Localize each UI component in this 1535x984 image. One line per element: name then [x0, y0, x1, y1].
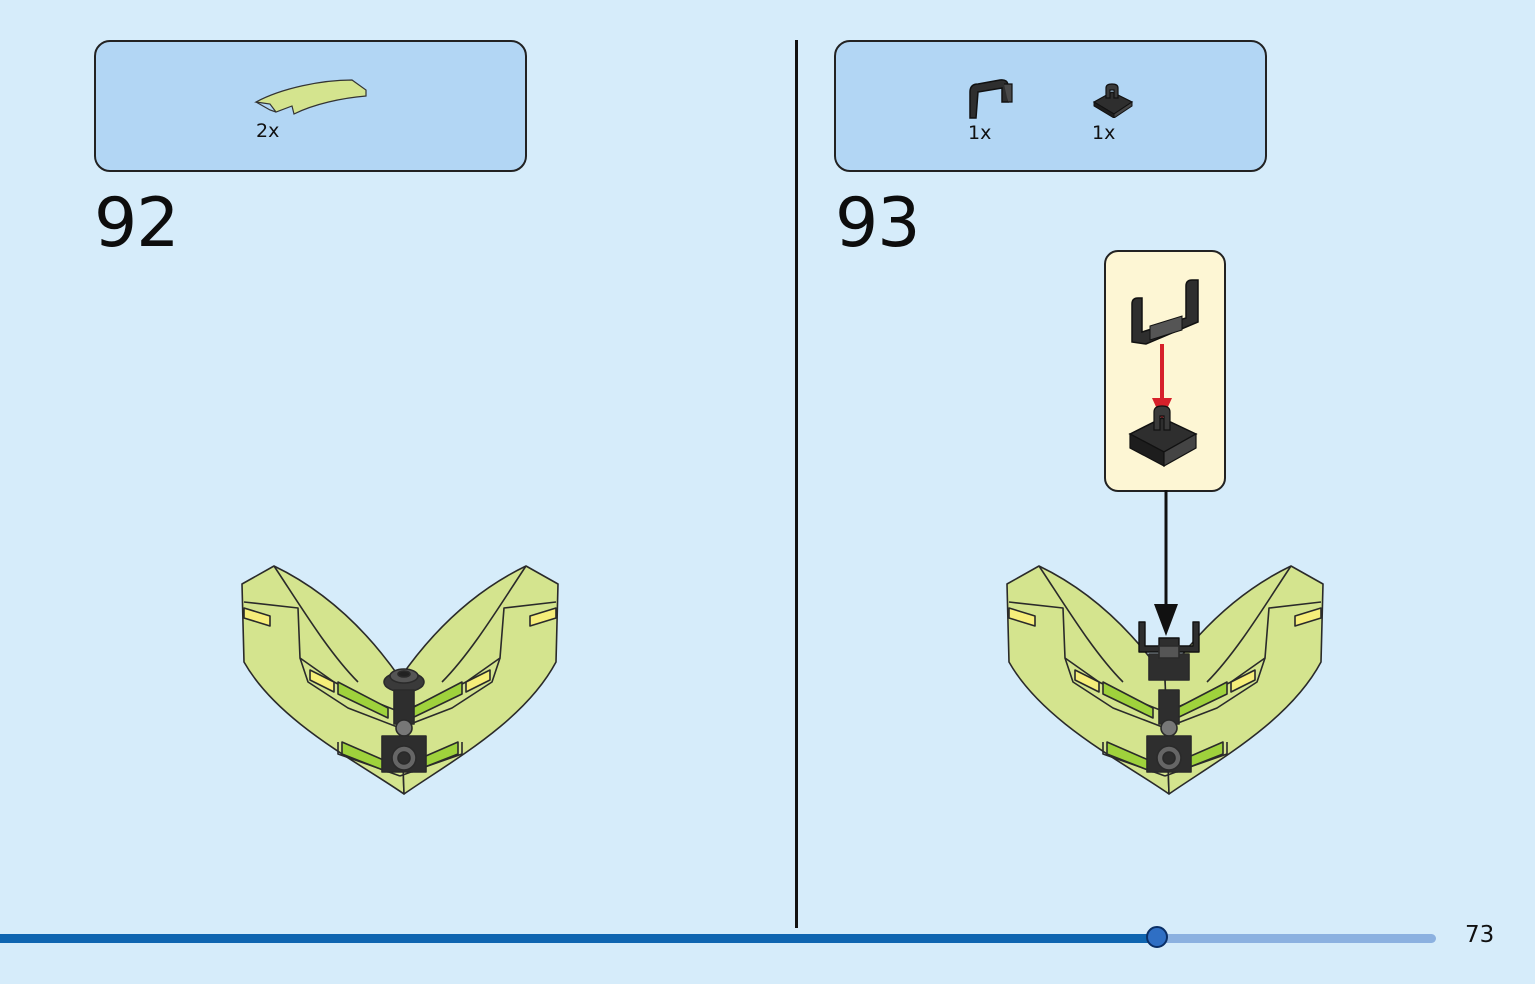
heart-model-step-92 — [241, 565, 559, 795]
assembly-arrow — [1154, 490, 1178, 636]
bar-handle-icon — [969, 79, 1013, 119]
part-quantity: 1x — [968, 122, 992, 144]
part-quantity: 2x — [256, 120, 280, 142]
page-divider — [795, 40, 798, 928]
clip-plate-icon — [1092, 83, 1134, 118]
sub-assembly-callout — [1104, 250, 1226, 492]
step-number-93: 93 — [835, 184, 921, 263]
parts-callout-step-92: 2x — [94, 40, 527, 172]
page-number: 73 — [1465, 922, 1495, 948]
heart-model-step-93 — [1006, 565, 1324, 795]
progress-bar — [0, 926, 1436, 948]
progress-knob[interactable] — [1146, 926, 1168, 948]
part-quantity: 1x — [1092, 122, 1116, 144]
progress-fill — [0, 934, 1157, 943]
sub-assembly-diagram — [1128, 279, 1199, 468]
curved-slope-lime-icon — [254, 79, 367, 115]
step-number-92: 92 — [94, 184, 180, 263]
parts-callout-step-93: 1x 1x — [834, 40, 1267, 172]
